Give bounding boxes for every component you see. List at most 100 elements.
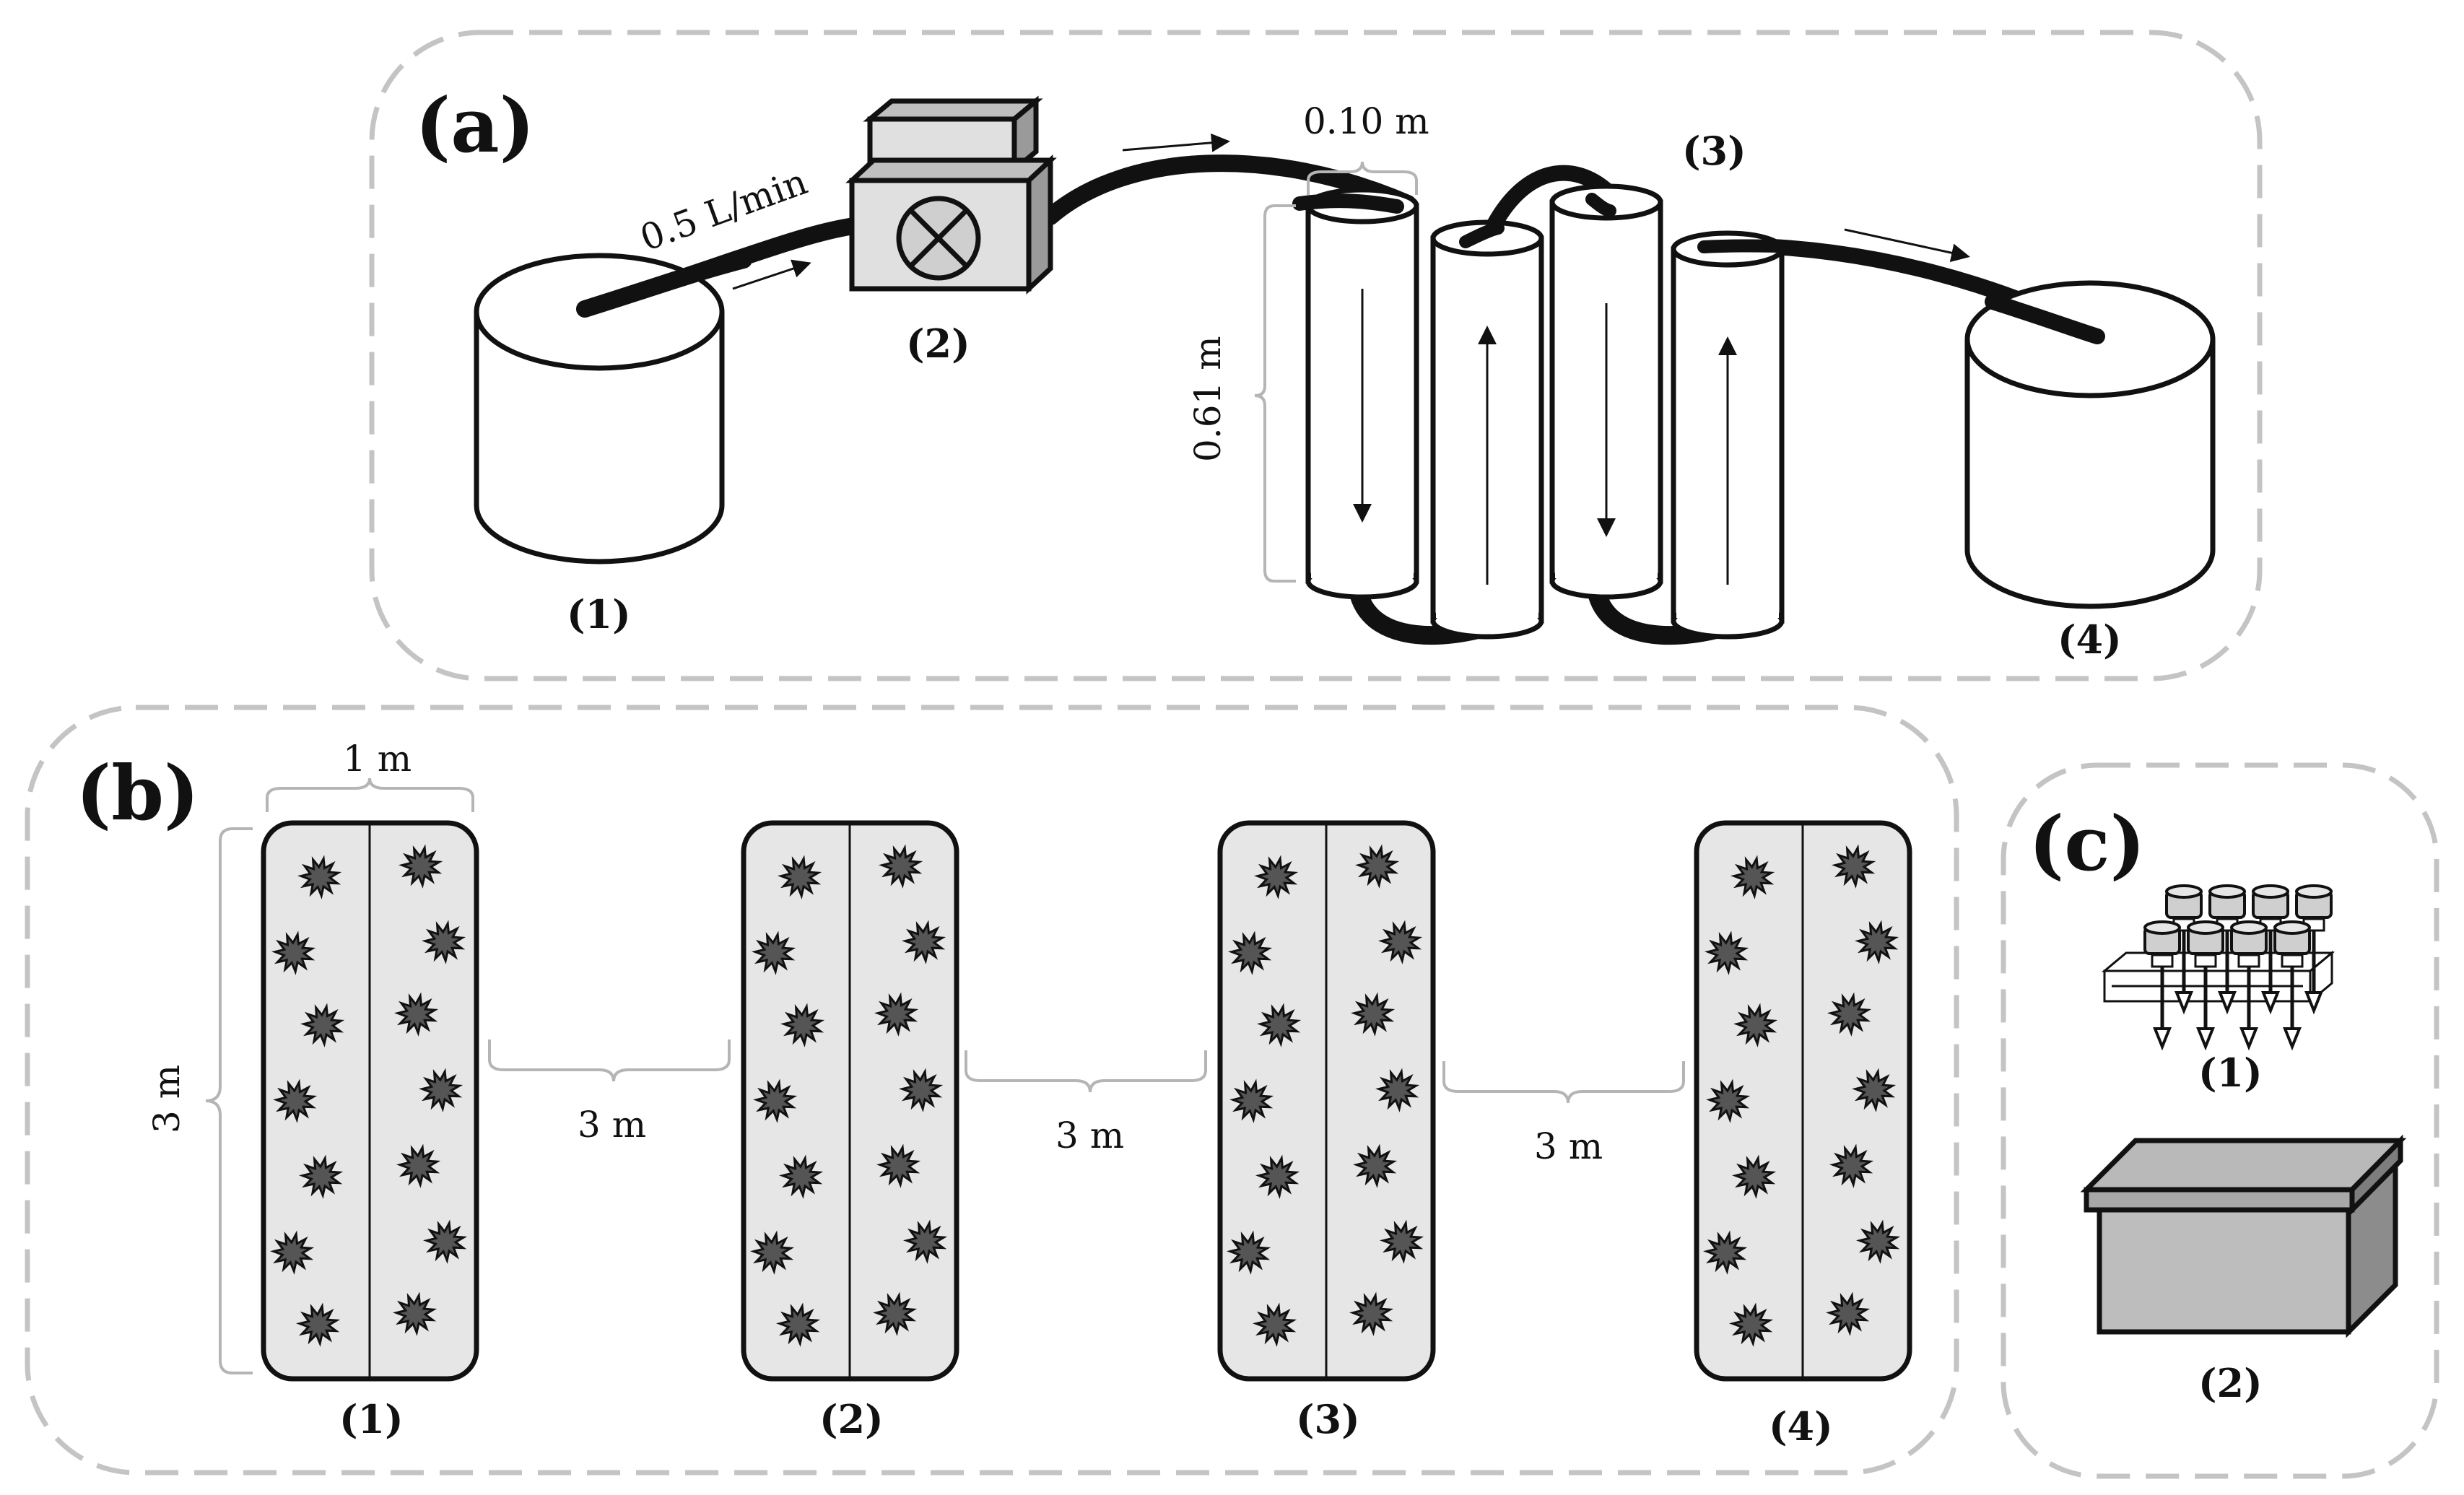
- plant-icon: [1252, 1302, 1297, 1347]
- field-plot-4: [1694, 820, 1912, 1382]
- pump-2-label: (2): [906, 321, 970, 367]
- plot-length-brace: [205, 827, 253, 1374]
- column-diameter-brace: [1307, 161, 1418, 195]
- sampler-tube: [2143, 920, 2181, 1051]
- plant-icon: [271, 930, 316, 975]
- sample-box: [2080, 1134, 2407, 1338]
- sampler-tube: [2273, 920, 2311, 1051]
- panel-c-frame: [2001, 762, 2439, 1479]
- plant-icon: [295, 1302, 341, 1347]
- plant-icon: [398, 844, 443, 889]
- peristaltic-pump: [845, 95, 1057, 295]
- plant-icon: [752, 1078, 798, 1123]
- columns-3-label: (3): [1682, 128, 1746, 174]
- sampler-tube: [2187, 920, 2224, 1051]
- panel-c-label: (c): [2029, 799, 2146, 888]
- plant-markers: [269, 844, 468, 1347]
- panel-b-label: (b): [76, 749, 199, 837]
- field-plot-2: [741, 820, 959, 1382]
- inlet-reservoir: [474, 251, 752, 565]
- panel-a: (a) (1) 0.5 L/min (2: [369, 30, 2263, 681]
- plant-icon: [1256, 1003, 1302, 1047]
- plot-length-label: 3 m: [146, 1065, 188, 1133]
- plant-icon: [297, 855, 342, 899]
- plant-icon: [902, 1219, 948, 1264]
- panel-b-frame: [25, 705, 1959, 1476]
- sampler-1-label: (1): [2198, 1050, 2263, 1096]
- sampler-tube: [2230, 920, 2268, 1051]
- plant-icon: [1702, 1230, 1748, 1275]
- plant-icon: [1229, 1078, 1274, 1123]
- plant-icon: [749, 1230, 795, 1275]
- plant-icon: [876, 1143, 921, 1188]
- column-height-label: 0.61 m: [1187, 336, 1229, 462]
- plant-icon: [1728, 1302, 1774, 1347]
- plant-icon: [898, 1068, 944, 1112]
- sampler-tube: [2252, 884, 2289, 1015]
- plot-3-label: (3): [1296, 1396, 1360, 1442]
- plant-icon: [1825, 1291, 1871, 1336]
- spacing-label-1: 3 m: [578, 1104, 646, 1146]
- plant-icon: [1349, 1291, 1394, 1336]
- plant-icon: [777, 855, 822, 899]
- plant-markers: [1226, 844, 1424, 1347]
- panel-a-frame: [369, 30, 2263, 681]
- plot-2-label: (2): [819, 1396, 884, 1442]
- plant-icon: [1831, 844, 1876, 889]
- plant-icon: [421, 920, 466, 964]
- plot-width-brace: [266, 777, 474, 812]
- plant-icon: [393, 992, 439, 1037]
- plant-icon: [1255, 1154, 1300, 1199]
- plant-icon: [422, 1219, 468, 1264]
- plant-icon: [1705, 1078, 1751, 1123]
- soil-column-4: [1671, 230, 1797, 640]
- plant-icon: [269, 1230, 315, 1275]
- plant-icon: [1827, 992, 1872, 1037]
- plant-icon: [1352, 1143, 1398, 1188]
- plant-icon: [1854, 920, 1899, 964]
- plant-icon: [1350, 992, 1396, 1037]
- box-2-label: (2): [2198, 1360, 2263, 1406]
- plant-icon: [1354, 844, 1400, 889]
- field-plot-1: [261, 820, 479, 1382]
- soil-column-2: [1430, 219, 1544, 640]
- plant-icon: [396, 1143, 441, 1188]
- plot-width-label: 1 m: [343, 738, 412, 780]
- plant-markers: [749, 844, 948, 1347]
- pump-to-column-hose: [1042, 154, 1416, 225]
- sampler-tube: [2208, 884, 2246, 1015]
- spacing-brace-2: [965, 1050, 1207, 1093]
- reservoir-1-label: (1): [567, 591, 631, 637]
- plant-icon: [272, 1078, 318, 1123]
- plant-icon: [298, 1154, 344, 1199]
- panel-b: (b) (1) (2) (3) (4) 1 m: [25, 705, 1959, 1476]
- column-diameter-label: 0.10 m: [1303, 100, 1429, 142]
- flow-arrow-inlet: [732, 259, 811, 290]
- plant-icon: [775, 1302, 821, 1347]
- spacing-brace-3: [1442, 1061, 1685, 1104]
- plant-icon: [778, 1154, 824, 1199]
- flow-arrow-pump-out: [1122, 133, 1230, 152]
- plant-icon: [1253, 855, 1299, 899]
- plant-icon: [1855, 1219, 1901, 1264]
- reservoir-4-label: (4): [2058, 616, 2122, 663]
- plant-markers: [1702, 844, 1901, 1347]
- field-plot-3: [1217, 820, 1436, 1382]
- top-connector-3-4: [1483, 165, 1618, 239]
- plant-icon: [1704, 930, 1749, 975]
- plant-icon: [780, 1003, 825, 1047]
- plant-icon: [418, 1068, 463, 1112]
- plot-4-label: (4): [1769, 1403, 1833, 1450]
- plant-icon: [1375, 1068, 1420, 1112]
- plant-icon: [901, 920, 946, 964]
- plant-icon: [751, 930, 796, 975]
- plant-icon: [878, 844, 923, 889]
- panel-a-label: (a): [415, 81, 535, 170]
- plant-icon: [392, 1291, 437, 1336]
- outlet-reservoir: [1964, 280, 2216, 609]
- column-height-brace: [1254, 204, 1296, 583]
- plant-icon: [872, 1291, 918, 1336]
- plant-icon: [1377, 920, 1423, 964]
- plant-icon: [1829, 1143, 1874, 1188]
